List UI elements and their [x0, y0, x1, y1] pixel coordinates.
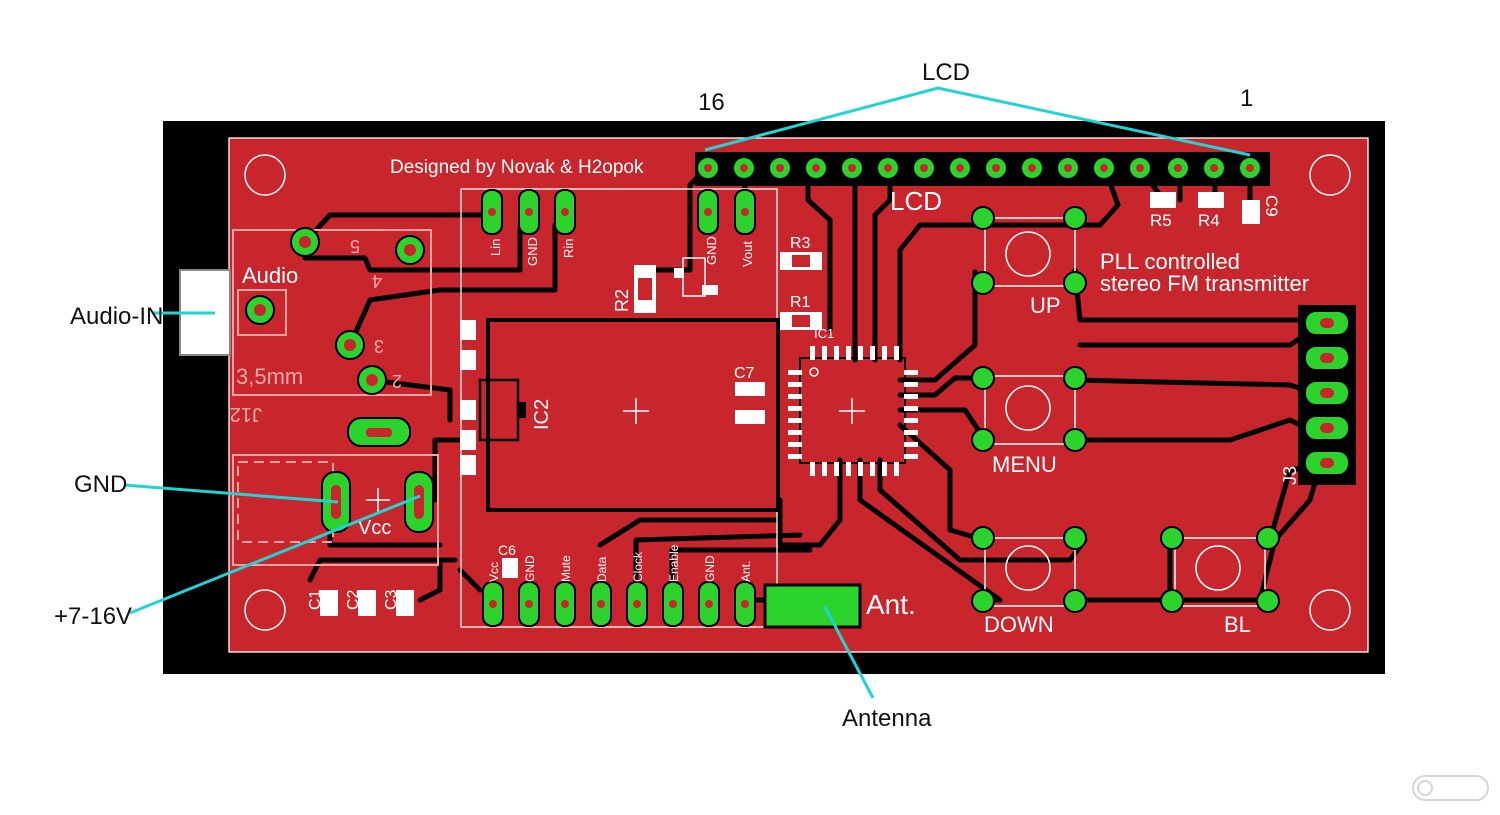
callout-pin1: 1 [1240, 85, 1253, 112]
resistors-r3-r1: R3 R1 IC1 [780, 235, 834, 341]
c6-label: C6 [498, 542, 516, 558]
pin-lin-label: Lin [488, 239, 503, 256]
callout-vcc: +7-16V [54, 603, 132, 630]
r1-label: R1 [790, 294, 811, 311]
reg-vout-label: Vout [740, 241, 755, 267]
module-bottom-pins: Vcc GND Mute Data Clock Enable GND Ant. … [482, 542, 756, 627]
jack-pin-2: 2 [392, 371, 402, 391]
cap-c7: C7 [734, 365, 765, 424]
credit-label: Designed by Novak & H2opok [390, 157, 644, 178]
vcc-leader [129, 494, 421, 615]
button-menu-label: MENU [992, 452, 1057, 477]
pin-enable-label: Enable [667, 544, 681, 582]
callout-antenna: Antenna [842, 705, 932, 732]
r5-label: R5 [1150, 211, 1172, 230]
lcd-header: LCD [695, 152, 1270, 216]
j3-header: J3 [1280, 305, 1356, 485]
c9-label: C9 [1262, 195, 1281, 217]
ic1-label: IC1 [814, 326, 834, 341]
mounting-holes [244, 154, 1351, 631]
button-down-label: DOWN [984, 612, 1054, 637]
module-top-pins: Lin GND Rin [481, 189, 576, 266]
jack-ref-label: J12 [230, 403, 262, 425]
pin-gnd1-label: GND [523, 555, 537, 582]
ant-silk-label: Ant. [866, 589, 916, 620]
jack-pin-5: 5 [350, 236, 360, 256]
ic1-microcontroller [788, 346, 918, 476]
power-connector: Vcc [232, 417, 439, 566]
audio-silk-label: Audio [242, 263, 298, 288]
pin-data-label: Data [595, 556, 609, 582]
audio-jack: 3,5mm J12 5 4 3 2 Audio [179, 227, 432, 425]
pin-rin-label: Rin [561, 238, 576, 258]
c7-label: C7 [734, 365, 755, 382]
button-menu: MENU [971, 366, 1087, 477]
cap-c3-label: C3 [383, 589, 400, 610]
reg-gnd-label: GND [704, 236, 719, 265]
gnd-leader [123, 483, 339, 504]
cap-c2-label: C2 [345, 589, 362, 610]
button-up: UP [971, 206, 1087, 318]
r4-label: R4 [1198, 211, 1220, 230]
pin-gnd2-label: GND [703, 555, 717, 582]
callout-audio-in: Audio-IN [70, 303, 163, 330]
callout-gnd: GND [74, 471, 127, 498]
title-line1: PLL controlled [1100, 249, 1240, 274]
resistors-r5-r4-c9: R5 R4 C9 [1150, 192, 1281, 230]
callout-pin16: 16 [698, 89, 725, 116]
lcd-silk-label: LCD [890, 186, 942, 216]
watermark-logo [1412, 775, 1489, 801]
module-cutout [486, 318, 780, 512]
antenna-pad: Ant. [763, 583, 916, 629]
r2-label: R2 [612, 289, 632, 312]
board-outline [228, 137, 1369, 653]
vcc-silk-label: Vcc [358, 517, 391, 539]
r3-label: R3 [790, 235, 811, 252]
jack-pin-3: 3 [374, 336, 384, 356]
regulator-pins: GND Vout [674, 189, 756, 297]
jack-size-label: 3,5mm [236, 364, 303, 389]
button-bl-label: BL [1224, 612, 1251, 637]
pin-mute-label: Mute [559, 555, 573, 582]
button-up-label: UP [1030, 293, 1061, 318]
ic2-label: IC2 [531, 399, 553, 430]
pin-vcc-label: Vcc [487, 562, 501, 582]
antenna-leader [823, 606, 875, 699]
smd-caps-bottom-left: C1 C2 C3 [307, 589, 414, 616]
ic2: IC2 [460, 320, 649, 475]
title-line2: stereo FM transmitter [1100, 271, 1309, 296]
cap-c1-label: C1 [307, 589, 324, 610]
callout-lcd: LCD [922, 59, 970, 86]
callout-leaders [123, 86, 1251, 699]
button-down: DOWN [971, 526, 1087, 637]
resistor-r2: R2 [612, 265, 656, 313]
lcd-leader [704, 86, 1251, 157]
button-bl: BL [1160, 526, 1280, 637]
pin-gnd-top-label: GND [525, 237, 540, 266]
jack-pin-4: 4 [372, 271, 382, 291]
pin-ant-label: Ant. [739, 561, 753, 582]
pin-clock-label: Clock [631, 551, 645, 582]
j3-label: J3 [1280, 466, 1300, 485]
